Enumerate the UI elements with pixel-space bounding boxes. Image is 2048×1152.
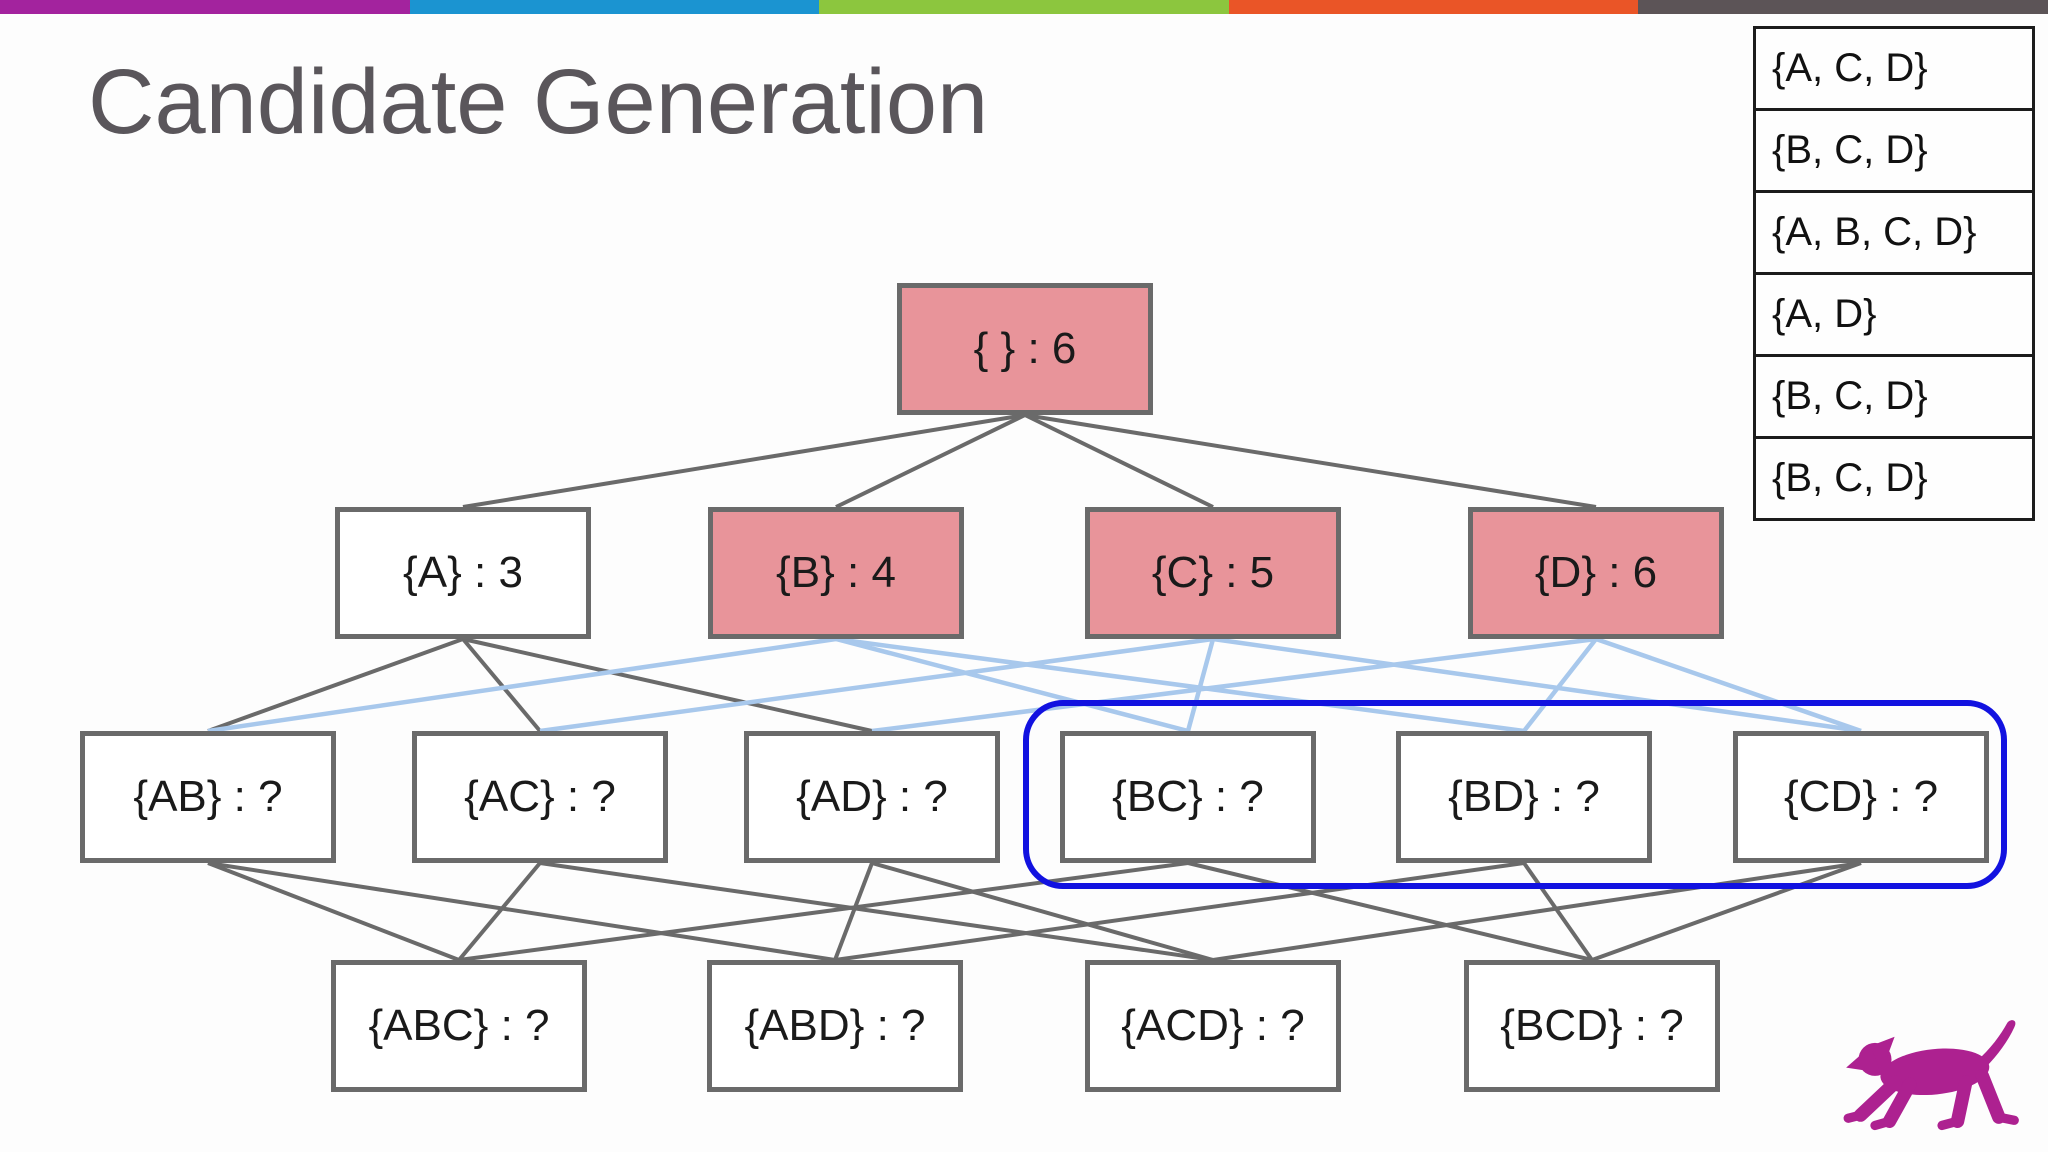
lattice-edge-A-AD	[462, 637, 873, 733]
node-ABC: {ABC} : ?	[331, 960, 587, 1092]
node-BD: {BD} : ?	[1396, 731, 1652, 863]
lattice-edge-A-AC	[461, 637, 542, 733]
lattice-edge-B-BD	[835, 636, 1525, 734]
topbar-segment-orange	[1228, 0, 1639, 14]
node-B: {B} : 4	[708, 507, 964, 639]
lattice-edge-AB-ABD	[207, 861, 836, 962]
node-ABD: {ABD} : ?	[707, 960, 963, 1092]
lattice-edge-AD-ABD	[833, 862, 874, 961]
transaction-row: {A, C, D}	[1756, 29, 2032, 111]
lattice-edge-C-AC	[539, 636, 1214, 734]
lattice-edge-empty-D	[1024, 413, 1597, 509]
lattice-edge-empty-A	[462, 413, 1026, 509]
slide-title: Candidate Generation	[88, 51, 989, 153]
dog-logo	[1843, 1020, 2019, 1131]
lattice-edge-B-AB	[207, 636, 837, 734]
lattice-edge-A-AB	[207, 637, 464, 733]
transaction-row: {A, B, C, D}	[1756, 193, 2032, 275]
node-AD: {AD} : ?	[744, 731, 1000, 863]
lattice-edge-C-CD	[1212, 636, 1862, 734]
lattice-edge-AD-ACD	[871, 861, 1214, 962]
transaction-table: {A, C, D} {B, C, D} {A, B, C, D} {A, D} …	[1753, 26, 2035, 521]
lattice-edge-B-BC	[835, 636, 1189, 734]
transaction-row: {A, D}	[1756, 275, 2032, 357]
node-CD: {CD} : ?	[1733, 731, 1989, 863]
lattice-edge-empty-C	[1024, 413, 1214, 509]
lattice-edge-D-AD	[871, 636, 1597, 734]
lattice-edge-AB-ABC	[207, 861, 460, 962]
node-AB: {AB} : ?	[80, 731, 336, 863]
lattice-edge-CD-ACD	[1212, 861, 1862, 962]
candidate-group-outline	[1023, 700, 2007, 889]
transaction-row: {B, C, D}	[1756, 357, 2032, 439]
node-BCD: {BCD} : ?	[1464, 960, 1720, 1092]
lattice-edge-D-BD	[1522, 637, 1598, 733]
lattice-edge-BD-ABD	[834, 861, 1525, 962]
transaction-row: {B, C, D}	[1756, 111, 2032, 193]
node-C: {C} : 5	[1085, 507, 1341, 639]
node-BC: {BC} : ?	[1060, 731, 1316, 863]
node-AC: {AC} : ?	[412, 731, 668, 863]
lattice-edge-D-CD	[1595, 636, 1862, 734]
lattice-edge-C-BC	[1185, 638, 1216, 732]
node-empty: { } : 6	[897, 283, 1153, 415]
lattice-edge-BD-BCD	[1522, 861, 1594, 962]
node-ACD: {ACD} : ?	[1085, 960, 1341, 1092]
topbar-segment-blue	[409, 0, 820, 14]
node-D: {D} : 6	[1468, 507, 1724, 639]
lattice-edge-CD-BCD	[1591, 861, 1862, 962]
topbar-segment-green	[819, 0, 1229, 14]
node-A: {A} : 3	[335, 507, 591, 639]
topbar-segment-purple	[0, 0, 410, 14]
transaction-row: {B, C, D}	[1772, 456, 1928, 500]
lattice-edge-AC-ACD	[539, 861, 1214, 962]
lattice-edge-BC-ABC	[458, 861, 1189, 962]
lattice-edge-AC-ABC	[457, 861, 542, 962]
lattice-edge-BC-BCD	[1187, 861, 1593, 962]
top-accent-bar	[0, 0, 2048, 14]
lattice-edge-empty-B	[835, 413, 1026, 509]
topbar-segment-dark-gray	[1638, 0, 2048, 14]
